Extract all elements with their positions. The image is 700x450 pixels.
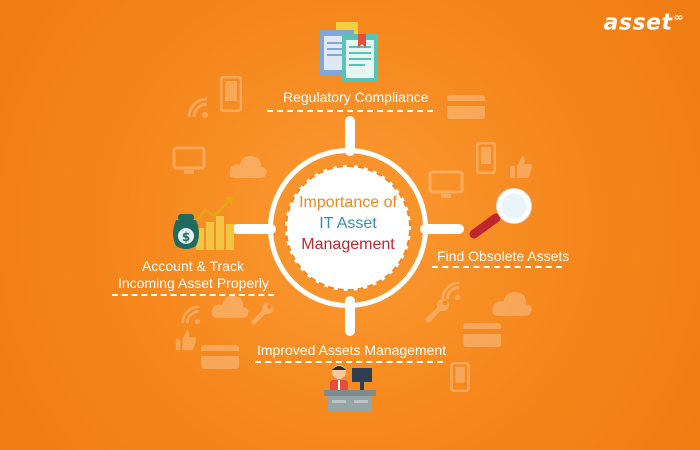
card-icon bbox=[463, 323, 501, 347]
label-account-track: Account & Track Incoming Asset Properly bbox=[118, 258, 269, 292]
wifi-icon bbox=[441, 281, 461, 301]
wrench-icon bbox=[425, 299, 449, 323]
thumbs-up-icon bbox=[175, 329, 197, 351]
center-disc bbox=[285, 165, 411, 291]
monitor-icon bbox=[428, 170, 464, 198]
desk-worker-icon bbox=[324, 365, 376, 412]
phone-icon bbox=[220, 76, 242, 112]
center-ring bbox=[268, 148, 428, 308]
divider-bottom bbox=[255, 361, 443, 363]
monitor-icon bbox=[172, 146, 206, 174]
center-title: Importance of IT Asset Management bbox=[268, 192, 428, 255]
card-icon bbox=[447, 95, 485, 119]
center-title-line2: IT Asset bbox=[319, 215, 377, 232]
money-growth-icon: $ bbox=[173, 197, 234, 250]
logo-text: asset bbox=[603, 10, 673, 36]
spoke-right bbox=[420, 224, 464, 234]
divider-top bbox=[267, 110, 433, 112]
svg-text:$: $ bbox=[182, 230, 190, 244]
brand-logo: asset∞ bbox=[604, 10, 684, 35]
spoke-left bbox=[232, 224, 276, 234]
cloud-icon bbox=[492, 292, 532, 316]
divider-right bbox=[432, 266, 562, 268]
magnifying-glass-icon bbox=[469, 188, 532, 239]
label-find-obsolete-assets: Find Obsolete Assets bbox=[437, 248, 570, 264]
wrench-icon bbox=[251, 302, 274, 325]
thumbs-up-icon bbox=[510, 156, 532, 178]
phone-icon bbox=[476, 142, 496, 174]
spoke-bottom bbox=[345, 296, 355, 336]
wifi-icon bbox=[181, 305, 201, 325]
spoke-top bbox=[345, 116, 355, 156]
center-title-line1: Importance of bbox=[299, 194, 397, 211]
divider-left bbox=[112, 294, 274, 296]
card-icon bbox=[201, 345, 239, 369]
wifi-icon bbox=[187, 97, 208, 118]
cloud-icon bbox=[211, 295, 249, 318]
label-account-track-line1: Account & Track bbox=[142, 258, 244, 274]
center-title-line3: Management bbox=[301, 236, 395, 253]
logo-mark: ∞ bbox=[673, 10, 684, 24]
phone-icon bbox=[450, 362, 470, 392]
label-regulatory-compliance: Regulatory Compliance bbox=[283, 89, 429, 105]
cloud-icon bbox=[229, 155, 267, 178]
label-improved-assets-management: Improved Assets Management bbox=[257, 342, 447, 358]
documents-icon bbox=[320, 22, 378, 82]
label-account-track-line2: Incoming Asset Properly bbox=[118, 275, 269, 291]
